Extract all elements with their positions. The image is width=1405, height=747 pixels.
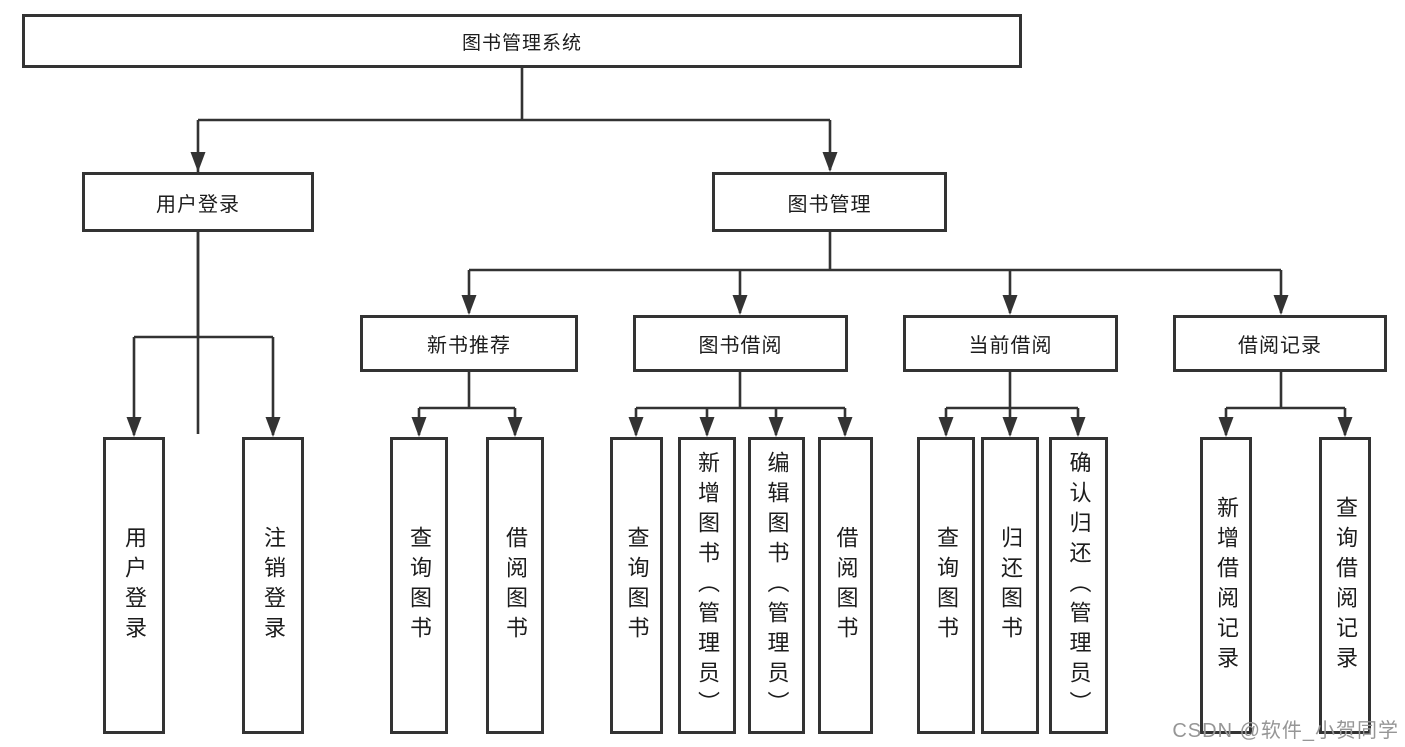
leaf-query-borrow-record: 查询借阅记录	[1319, 437, 1371, 734]
csdn-watermark: CSDN @软件_小贺同学	[1172, 720, 1399, 742]
leaf-logout: 注销登录	[242, 437, 304, 734]
leaf-add-book-admin: 新增图书（管理员）	[678, 437, 736, 734]
node-borrow-records: 借阅记录	[1173, 315, 1387, 372]
leaf-edit-book-admin: 编辑图书（管理员）	[748, 437, 805, 734]
leaf-return-book: 归还图书	[981, 437, 1039, 734]
leaf-add-borrow-record: 新增借阅记录	[1200, 437, 1252, 734]
node-user-login: 用户登录	[82, 172, 314, 232]
node-book-borrow: 图书借阅	[633, 315, 848, 372]
leaf-query-book-1: 查询图书	[390, 437, 448, 734]
leaf-query-book-2: 查询图书	[610, 437, 663, 734]
node-book-management: 图书管理	[712, 172, 947, 232]
leaf-query-book-3: 查询图书	[917, 437, 975, 734]
node-root-system: 图书管理系统	[22, 14, 1022, 68]
leaf-confirm-return-admin: 确认归还（管理员）	[1049, 437, 1108, 734]
leaf-user-login: 用户登录	[103, 437, 165, 734]
node-current-borrow: 当前借阅	[903, 315, 1118, 372]
leaf-borrow-book-2: 借阅图书	[818, 437, 873, 734]
node-new-book-recommend: 新书推荐	[360, 315, 578, 372]
leaf-borrow-book-1: 借阅图书	[486, 437, 544, 734]
